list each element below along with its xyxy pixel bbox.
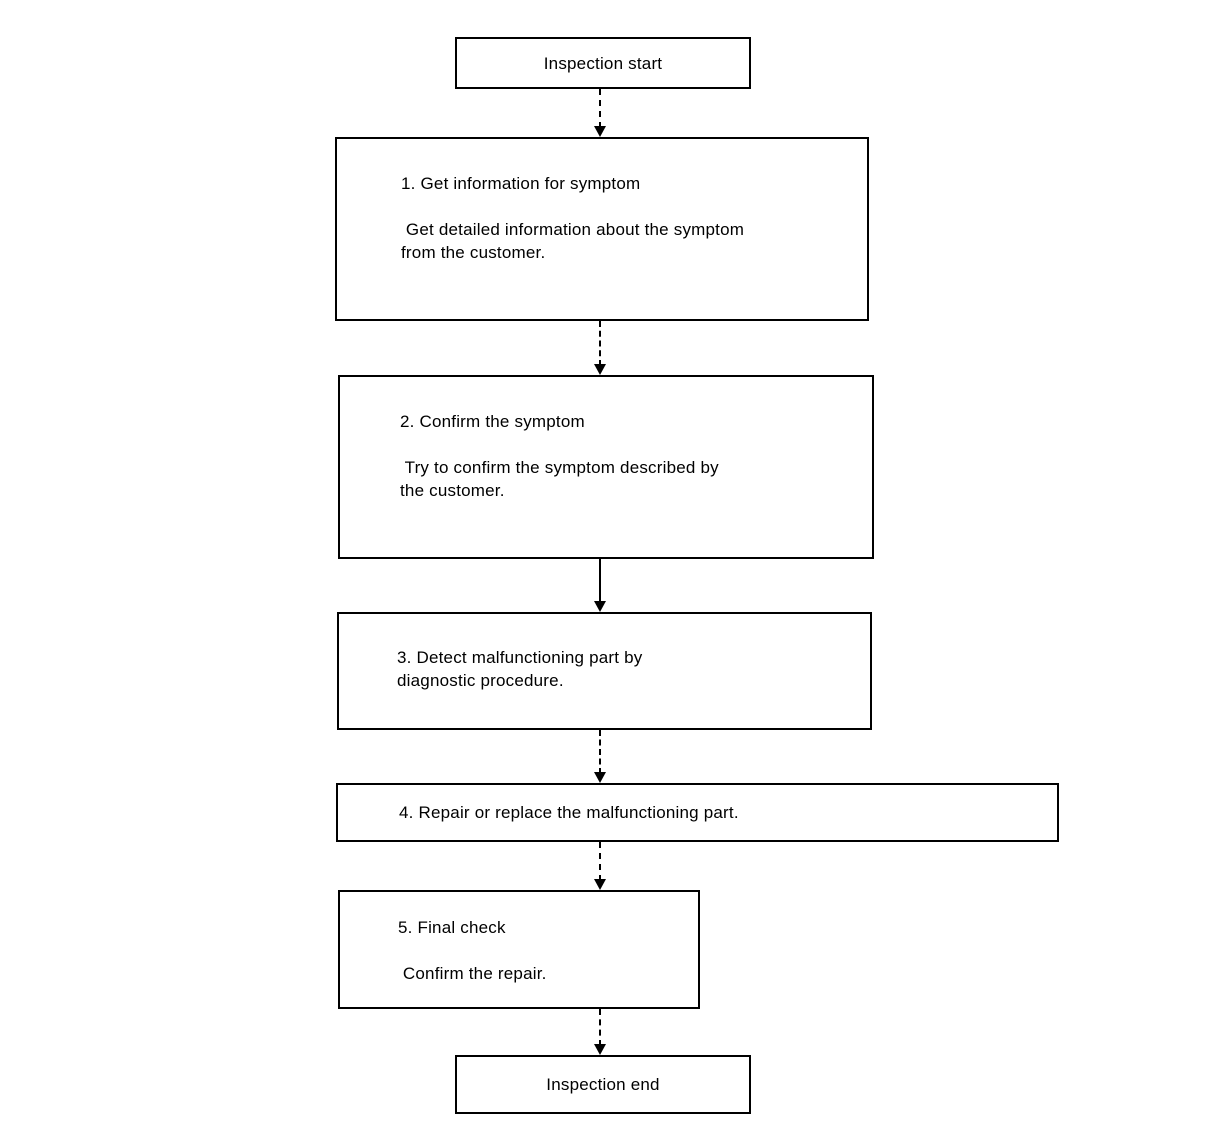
- node-step-1-get-information[interactable]: 1. Get information for symptom Get detai…: [335, 137, 869, 321]
- node-inspection-end-label: Inspection end: [546, 1075, 660, 1094]
- connector-step5-to-end: [591, 1009, 609, 1055]
- node-step-5-final-check[interactable]: 5. Final check Confirm the repair.: [338, 890, 700, 1009]
- arrowhead-icon: [594, 772, 606, 783]
- connector-step2-to-step3: [591, 559, 609, 612]
- arrowhead-icon: [594, 364, 606, 375]
- node-step-4-body: 4. Repair or replace the malfunctioning …: [338, 801, 1057, 824]
- node-step-3-body: 3. Detect malfunctioning part by diagnos…: [339, 646, 870, 692]
- node-step-2-confirm-symptom[interactable]: 2. Confirm the symptom Try to confirm th…: [338, 375, 874, 559]
- connector-line: [599, 1009, 601, 1046]
- connector-step4-to-step5: [591, 842, 609, 890]
- node-step-5-text-line-1: Confirm the repair.: [398, 964, 547, 983]
- connector-step1-to-step2: [591, 321, 609, 375]
- node-step-3-detect-malfunctioning-part[interactable]: 3. Detect malfunctioning part by diagnos…: [337, 612, 872, 730]
- connector-line: [599, 321, 601, 366]
- arrowhead-icon: [594, 1044, 606, 1055]
- node-step-1-body: 1. Get information for symptom Get detai…: [337, 172, 867, 264]
- node-inspection-start[interactable]: Inspection start: [455, 37, 751, 89]
- arrowhead-icon: [594, 126, 606, 137]
- node-inspection-start-label: Inspection start: [543, 53, 663, 73]
- connector-line: [599, 89, 601, 128]
- node-step-2-body: 2. Confirm the symptom Try to confirm th…: [340, 410, 872, 502]
- connector-line: [599, 559, 601, 603]
- connector-start-to-step1: [591, 89, 609, 137]
- node-step-3-heading: 3. Detect malfunctioning part by: [397, 648, 643, 667]
- node-step-5-body: 5. Final check Confirm the repair.: [340, 916, 698, 985]
- node-step-5-heading: 5. Final check: [398, 918, 506, 937]
- arrowhead-icon: [594, 601, 606, 612]
- node-step-1-text-line-1: Get detailed information about the sympt…: [401, 220, 745, 239]
- node-inspection-end[interactable]: Inspection end: [455, 1055, 751, 1114]
- node-step-1-text-line-2: from the customer.: [401, 243, 546, 262]
- arrowhead-icon: [594, 879, 606, 890]
- node-step-2-text-line-2: the customer.: [400, 481, 505, 500]
- node-step-3-text-line-1: diagnostic procedure.: [397, 671, 564, 690]
- node-step-4-repair-or-replace[interactable]: 4. Repair or replace the malfunctioning …: [336, 783, 1059, 842]
- connector-line: [599, 842, 601, 881]
- connector-step3-to-step4: [591, 730, 609, 783]
- node-step-1-heading: 1. Get information for symptom: [401, 174, 641, 193]
- connector-line: [599, 730, 601, 774]
- node-step-4-heading: 4. Repair or replace the malfunctioning …: [399, 803, 739, 822]
- node-step-2-text-line-1: Try to confirm the symptom described by: [400, 458, 719, 477]
- node-step-2-heading: 2. Confirm the symptom: [400, 412, 585, 431]
